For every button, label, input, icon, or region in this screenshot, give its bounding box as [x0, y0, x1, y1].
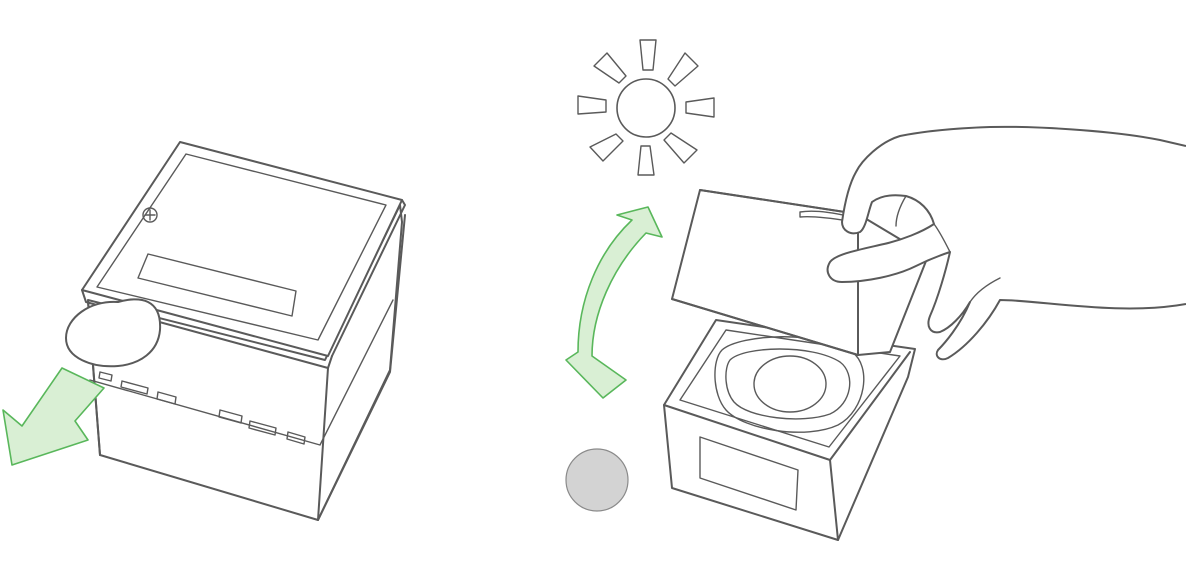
hand-icon [826, 125, 1186, 361]
closed-box-icon [81, 141, 406, 521]
sun-icon [577, 39, 715, 176]
pull-direction-arrow-icon [2, 367, 105, 466]
pull-tab-icon [65, 298, 162, 368]
grey-dot-icon [565, 448, 629, 512]
rotate-arrow-icon [565, 206, 663, 399]
lid-icon [671, 189, 929, 356]
